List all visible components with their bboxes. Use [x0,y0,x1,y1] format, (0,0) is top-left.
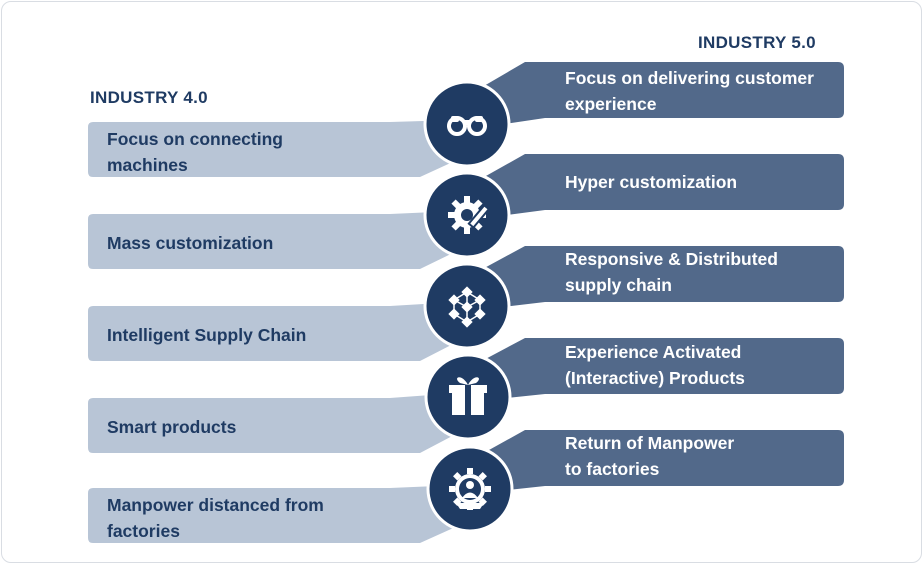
industry-5-item-5: Return of Manpower to factories [565,430,734,482]
industry-5-item-3: Responsive & Distributed supply chain [565,246,778,298]
industry-5-item-4-line1: Experience Activated [565,342,742,362]
supply-chain-network-icon [423,262,511,350]
industry-4-band [88,211,457,269]
industry-4-band [88,393,458,453]
industry-5-band [480,430,844,493]
industry-5-item-2-line1: Hyper customization [565,172,738,192]
industry-5-item-2: Hyper customization [565,169,737,195]
industry-5-item-3-line1: Responsive & Distributed [565,249,778,269]
industry-5-item-4: Experience Activated (Interactive) Produ… [565,339,745,391]
industry-4-item-1-line2: machines [107,155,188,175]
industry-5-item-1: Focus on delivering customer experience [565,65,814,117]
worker-gear-icon [426,445,514,533]
industry-4-band [88,120,457,177]
industry-4-item-1-line1: Focus on connecting [107,129,283,149]
industry-5-item-4-line2: (Interactive) Products [565,368,745,388]
industry-4-item-2: Mass customization [107,230,273,256]
industry-4-item-3: Intelligent Supply Chain [107,322,306,348]
industry-5-item-3-line2: supply chain [565,275,672,295]
industry-5-band [477,154,844,219]
industry-5-item-1-line2: experience [565,94,657,114]
industry-5-band [477,62,844,128]
binoculars-icon [423,80,511,168]
industry-5-item-5-line1: Return of Manpower [565,433,735,453]
industry-4-item-4-line1: Smart products [107,417,237,437]
industry-5-item-1-line1: Focus on delivering customer [565,68,814,88]
industry-4-item-5-line1: Manpower distanced from [107,495,324,515]
industry-4-band [88,485,460,543]
industry-4-item-5-line2: factories [107,521,180,541]
industry-5-band [478,338,844,401]
industry-5-band [477,246,844,310]
industry-4-item-1: Focus on connecting machines [107,126,283,178]
industry-4-item-4: Smart products [107,414,236,440]
gift-box-icon [424,353,512,441]
industry-4-item-5: Manpower distanced from factories [107,492,324,544]
industry-4-item-2-line1: Mass customization [107,233,274,253]
industry-4-heading: INDUSTRY 4.0 [90,88,208,107]
gear-pencil-icon [423,171,511,259]
industry-5-heading: INDUSTRY 5.0 [698,33,816,52]
industry-4-item-3-line1: Intelligent Supply Chain [107,325,307,345]
industry-5-item-5-line2: to factories [565,459,660,479]
industry-4-band [88,302,457,361]
